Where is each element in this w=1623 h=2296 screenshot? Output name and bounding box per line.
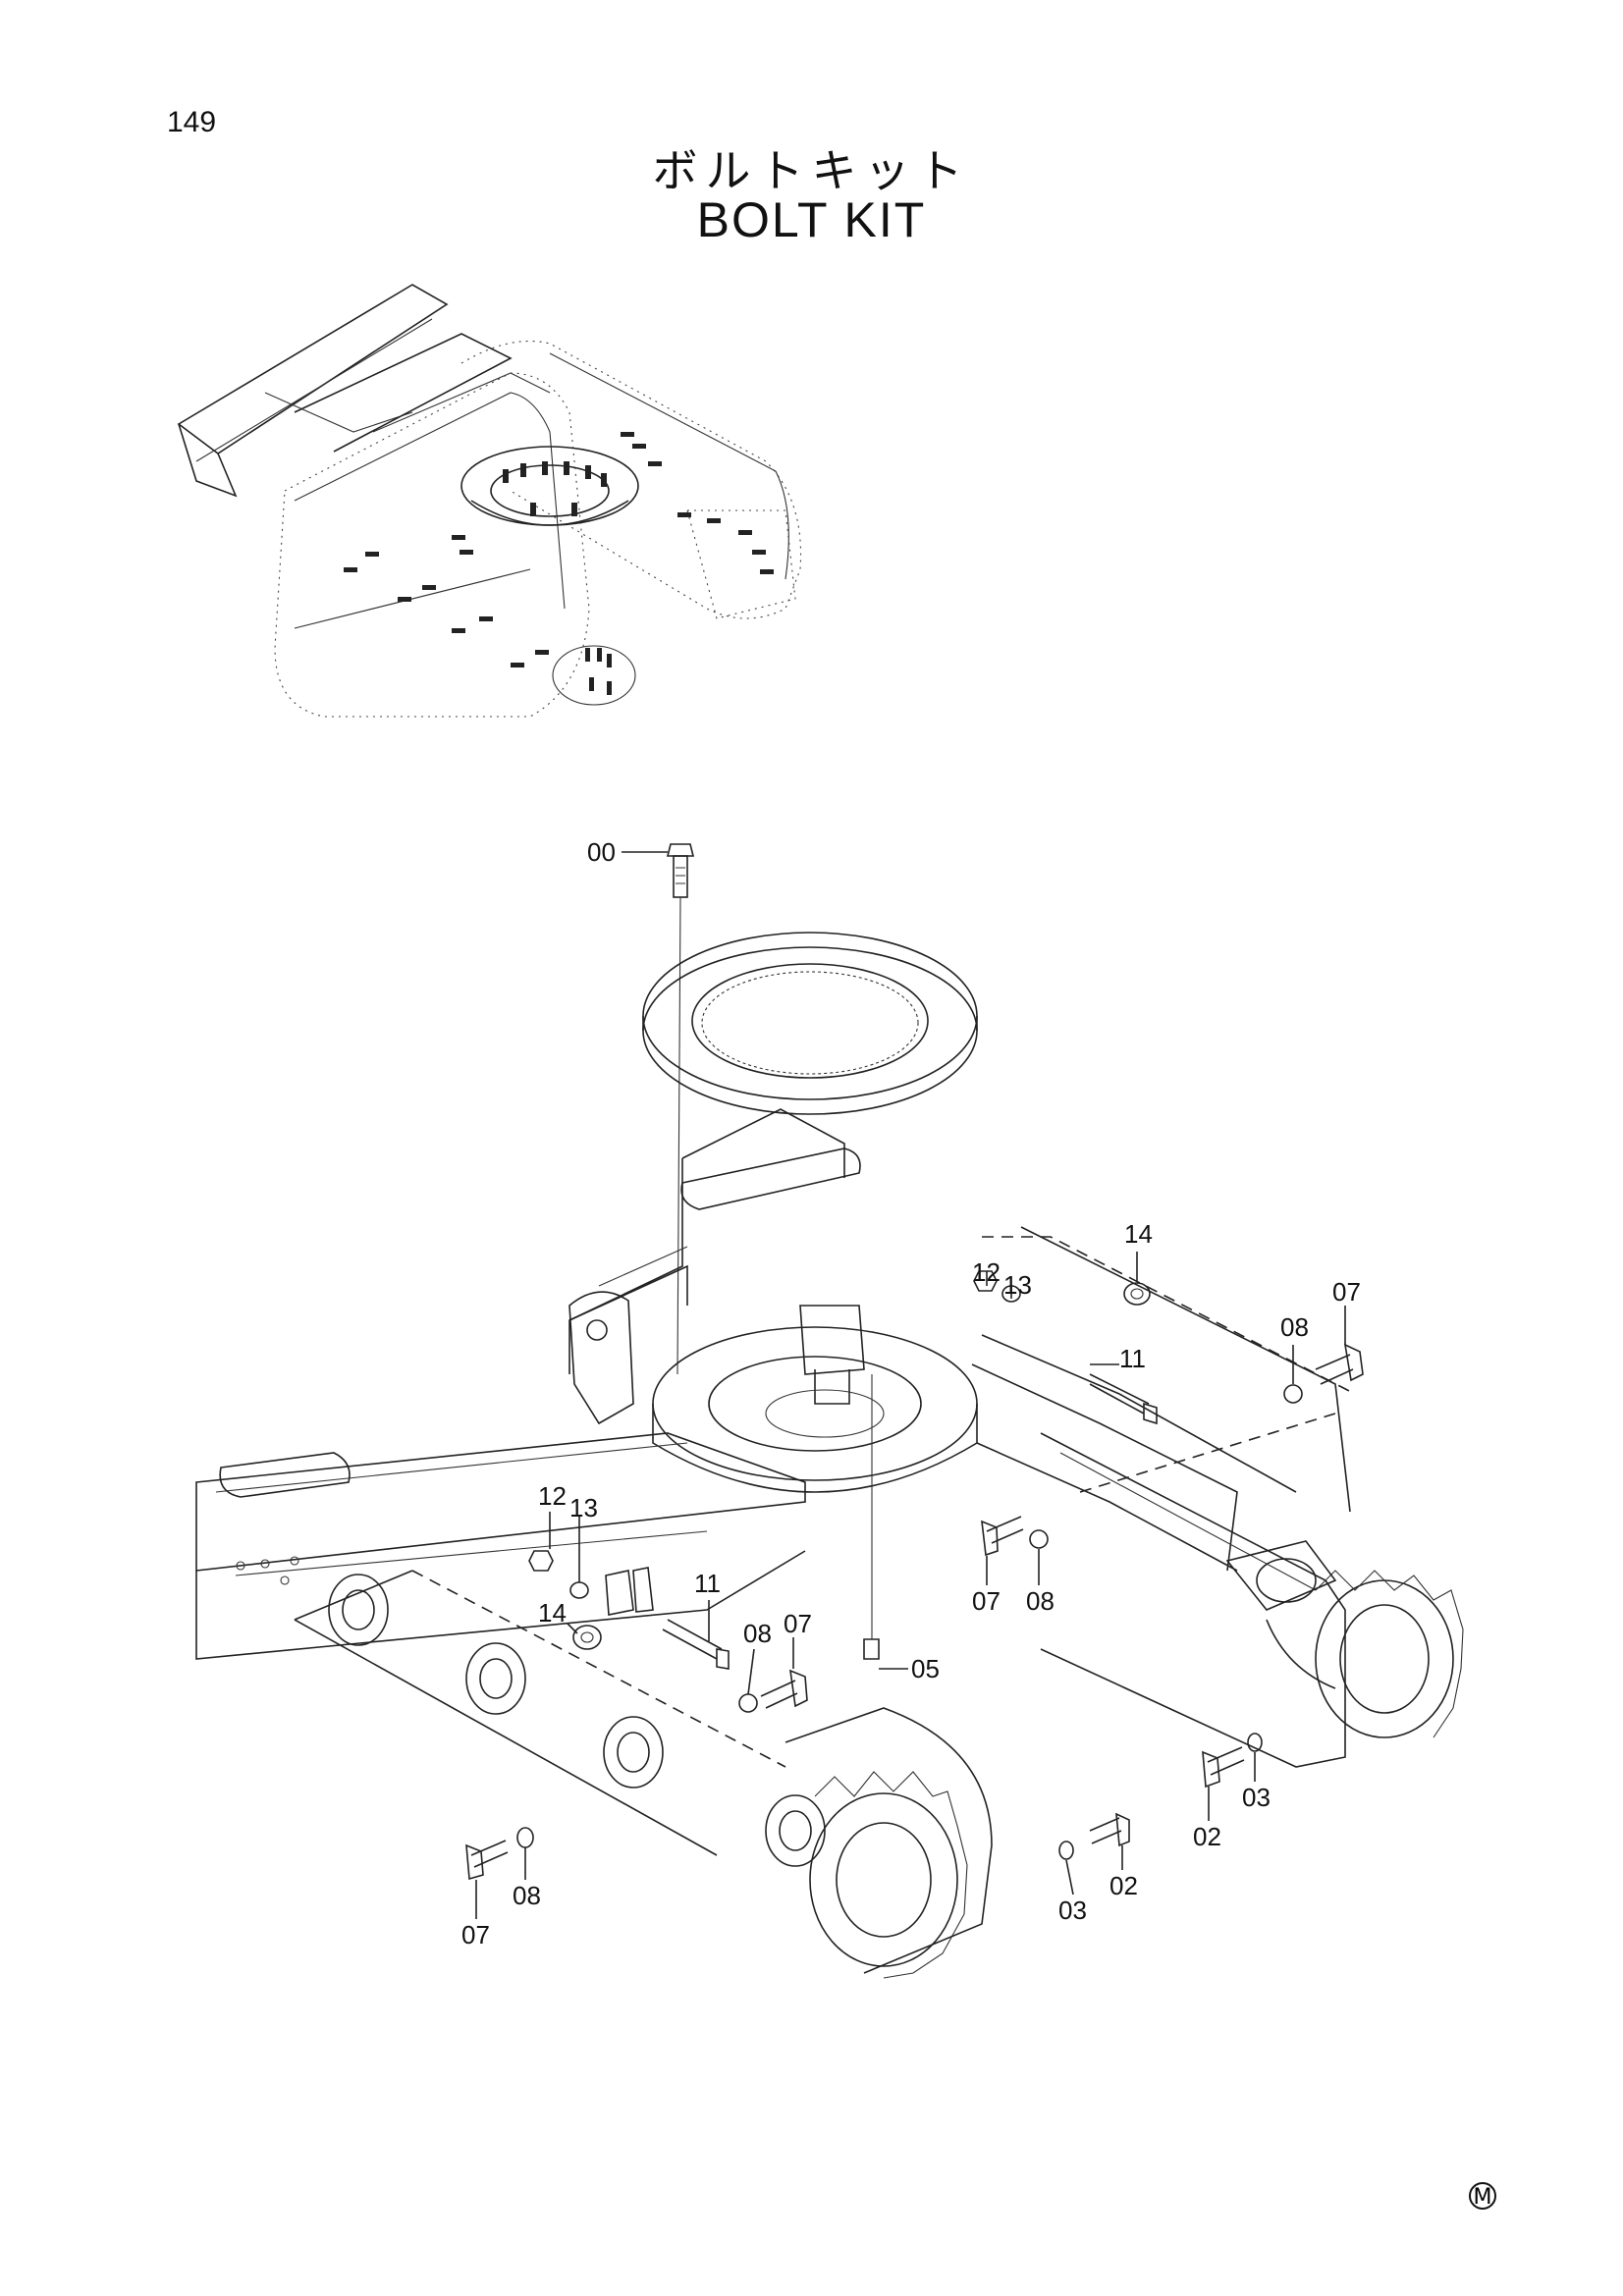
main-exploded-drawing <box>195 843 1464 1979</box>
callout-13-top: 13 <box>1003 1270 1032 1300</box>
callout-14-top: 14 <box>1124 1219 1153 1249</box>
callout-07-lower-left: 07 <box>461 1920 490 1949</box>
callout-14-left: 14 <box>538 1598 567 1628</box>
callout-labels: 00 14 12 13 11 08 07 12 13 11 14 08 07 0… <box>461 837 1361 1949</box>
page-number: 149 <box>167 106 217 138</box>
callout-08-top: 08 <box>1280 1312 1309 1342</box>
callout-07-right-centre: 07 <box>972 1586 1001 1616</box>
callout-00: 00 <box>587 837 616 867</box>
title-english: BOLT KIT <box>696 192 927 247</box>
manufacturer-mark-letter: M <box>1474 2185 1492 2210</box>
callout-12-top: 12 <box>972 1257 1001 1287</box>
overview-machine-drawing <box>177 284 802 718</box>
callout-08-lower-left: 08 <box>513 1881 541 1910</box>
callout-02-right: 02 <box>1193 1822 1221 1851</box>
callout-13-left: 13 <box>569 1493 598 1522</box>
callout-07-top: 07 <box>1332 1277 1361 1307</box>
track-rollers-left <box>328 1574 826 1867</box>
manufacturer-mark: M <box>1469 2182 1496 2210</box>
callout-12-left: 12 <box>538 1481 567 1511</box>
callout-05: 05 <box>911 1654 940 1683</box>
callout-07-mid: 07 <box>784 1609 812 1638</box>
callout-08-mid: 08 <box>743 1619 772 1648</box>
callout-02-lower: 02 <box>1109 1871 1138 1900</box>
callout-03-right: 03 <box>1242 1783 1271 1812</box>
callout-leaders <box>475 851 1346 1919</box>
callout-08-right-centre: 08 <box>1026 1586 1055 1616</box>
callout-03-lower: 03 <box>1058 1896 1087 1925</box>
callout-11-left: 11 <box>694 1569 721 1598</box>
title-japanese: ボルトキット <box>652 144 971 197</box>
callout-11-top: 11 <box>1119 1344 1146 1373</box>
